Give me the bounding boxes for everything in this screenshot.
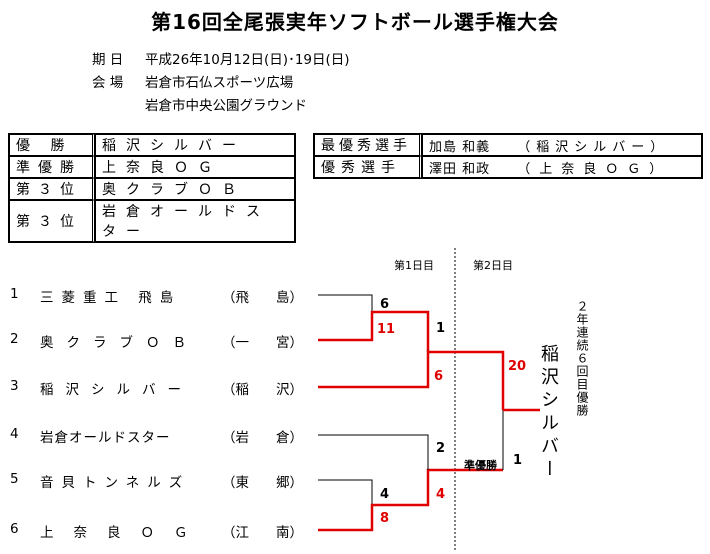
line-team5 — [318, 479, 373, 505]
result-row-third-2: 第３位 岩倉オールドスター — [9, 200, 295, 242]
score-m2-top: 1 — [436, 321, 446, 336]
result-row-third-1: 第３位 奥クラブＯＢ — [9, 178, 295, 200]
team-city: （稲 沢） — [222, 382, 303, 398]
team-name: 音貝トンネルズ — [40, 475, 191, 491]
score-final-bottom: 1 — [513, 453, 523, 468]
page-title: 第16回全尾張実年ソフトボール選手権大会 — [151, 10, 559, 34]
line-team4 — [318, 434, 429, 470]
score-m3-bottom: 8 — [380, 511, 390, 526]
line-team1 — [318, 294, 373, 312]
team-city: （岩 倉） — [222, 430, 303, 446]
team-name: 岩倉オールドスター — [40, 430, 171, 446]
result-label: 準優勝 — [9, 156, 95, 178]
award-detail: 加島 和義 （稲沢シルバー） — [422, 134, 702, 156]
team-no: 6 — [10, 521, 19, 537]
award-label: 優秀選手 — [314, 156, 422, 178]
champion-note: ２年連続６回目優勝 — [575, 300, 589, 417]
result-team: 岩倉オールドスター — [95, 200, 295, 242]
award-row-mvp: 最優秀選手 加島 和義 （稲沢シルバー） — [314, 134, 702, 156]
venue-value-2: 岩倉市中央公園グラウンド — [145, 98, 307, 114]
day1-header: 第1日目 — [394, 259, 434, 272]
award-player: 加島 和義 — [429, 139, 491, 155]
score-m1-top: 6 — [380, 297, 390, 312]
date-value: 平成26年10月12日(日)･19日(日) — [145, 52, 350, 68]
runner-up-label: 準優勝 — [464, 459, 497, 472]
team-no: 1 — [10, 286, 19, 302]
venue-value-1: 岩倉市石仏スポーツ広場 — [145, 75, 294, 91]
score-m3-top: 4 — [380, 487, 390, 502]
team-name: 奥クラブＯＢ — [40, 335, 199, 351]
result-row-runner-up: 準優勝 上奈良ＯＧ — [9, 156, 295, 178]
line-team2 — [318, 310, 430, 352]
date-label: 期 日 — [92, 52, 124, 68]
score-m1-bottom: 11 — [377, 322, 396, 337]
award-label: 最優秀選手 — [314, 134, 422, 156]
team-city: （東 郷） — [222, 475, 303, 491]
award-team: （稲沢シルバー） — [517, 139, 670, 155]
team-no: 5 — [10, 471, 19, 487]
score-m4-bottom: 4 — [436, 487, 446, 502]
champion-name: 稲沢シルバー — [538, 344, 559, 482]
venue-label: 会 場 — [92, 75, 124, 91]
team-name: 上奈良ＯＧ — [40, 525, 208, 541]
award-row-excellent: 優秀選手 澤田 和政 （上奈良ＯＧ） — [314, 156, 702, 178]
result-team: 奥クラブＯＢ — [95, 178, 295, 200]
team-city: （一 宮） — [222, 335, 303, 351]
team-no: 3 — [10, 378, 19, 394]
team-no: 2 — [10, 331, 19, 347]
line-team3 — [318, 350, 505, 410]
team-name: 稲沢シルバー — [40, 382, 193, 398]
score-m2-bottom: 6 — [434, 369, 444, 384]
award-team: （上奈良ＯＧ） — [517, 161, 672, 177]
score-final-top: 20 — [508, 359, 527, 374]
team-name: 三菱重工 飛島 — [40, 290, 182, 306]
result-label: 第３位 — [9, 178, 95, 200]
awards-table: 最優秀選手 加島 和義 （稲沢シルバー） 優秀選手 澤田 和政 （上奈良ＯＧ） — [313, 133, 703, 179]
day2-header: 第2日目 — [473, 259, 513, 272]
result-label: 優 勝 — [9, 134, 95, 156]
results-table: 優 勝 稲沢シルバー 準優勝 上奈良ＯＧ 第３位 奥クラブＯＢ 第３位 岩倉オー… — [8, 133, 296, 243]
result-label: 第３位 — [9, 200, 95, 242]
result-team: 稲沢シルバー — [95, 134, 295, 156]
result-row-champion: 優 勝 稲沢シルバー — [9, 134, 295, 156]
award-detail: 澤田 和政 （上奈良ＯＧ） — [422, 156, 702, 178]
score-m4-top: 2 — [436, 441, 446, 456]
award-player: 澤田 和政 — [429, 161, 491, 177]
team-city: （江 南） — [222, 525, 303, 541]
team-no: 4 — [10, 426, 19, 442]
result-team: 上奈良ＯＧ — [95, 156, 295, 178]
team-city: （飛 島） — [222, 290, 303, 306]
line-team6 — [318, 468, 503, 532]
